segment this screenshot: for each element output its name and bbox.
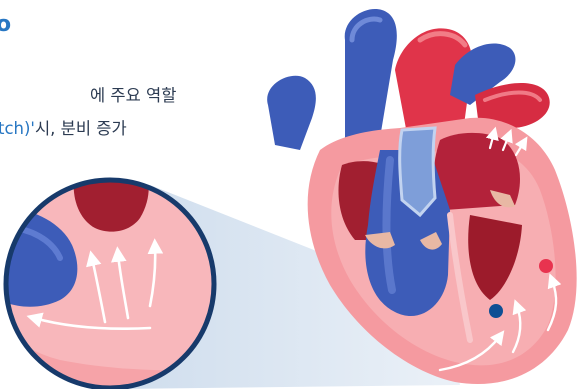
caption-line-1: 에 주요 역할 xyxy=(90,86,176,106)
heading-fragment: o xyxy=(0,14,11,36)
caption-rest: 시, 분비 증가 xyxy=(35,119,127,138)
red-marker-dot xyxy=(539,259,553,273)
pulmonary-vessel-left xyxy=(267,76,316,150)
aortic-root xyxy=(400,128,435,215)
caption-line-2: tch)'시, 분비 증가 xyxy=(0,119,127,139)
caption-highlight: tch)' xyxy=(0,119,35,138)
blue-marker-dot xyxy=(489,304,503,318)
